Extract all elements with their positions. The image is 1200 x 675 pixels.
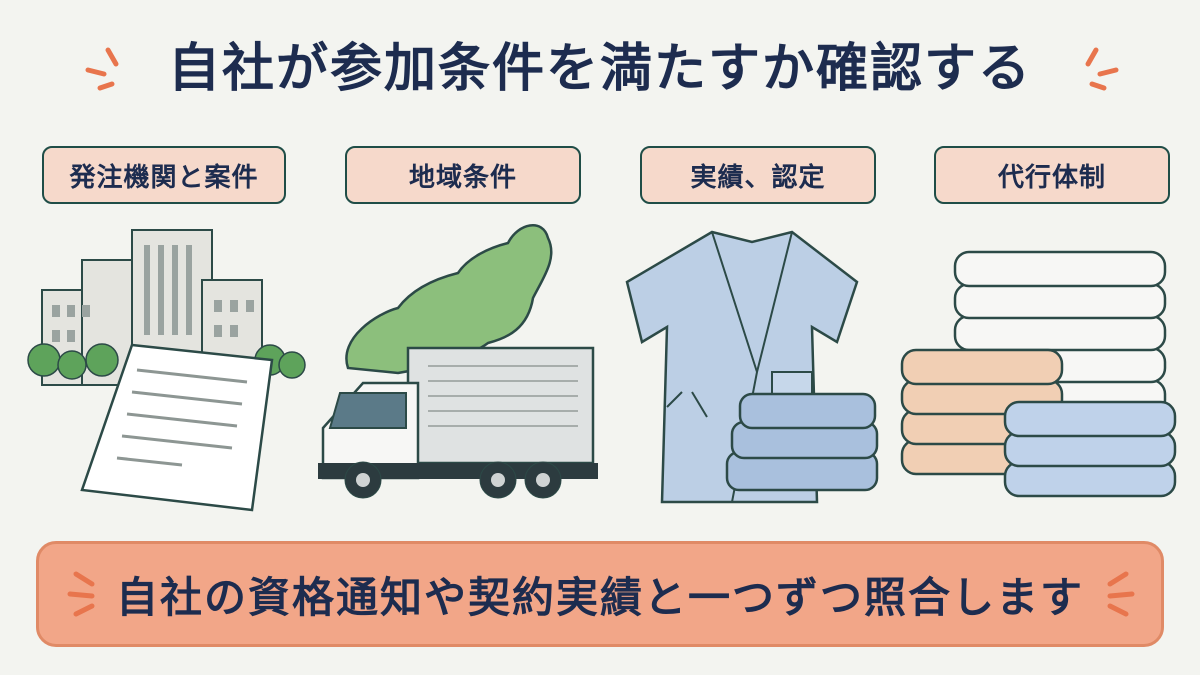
- title-right-spark-icon: [1085, 47, 1119, 91]
- government-building-document-icon: [27, 229, 306, 512]
- region-map-truck-icon: [318, 224, 598, 499]
- banner-left-spark-icon: [67, 571, 95, 617]
- summary-banner: 自社の資格通知や契約実績と一つずつ照合します: [36, 541, 1164, 647]
- stacked-towels-icon: [900, 250, 1177, 498]
- category-tag-region: 地域条件: [345, 146, 581, 204]
- page-title: 自社が参加条件を満たすか確認する: [167, 39, 1032, 99]
- title-left-spark-icon: [85, 47, 119, 91]
- category-tag-ordering-agency: 発注機関と案件: [42, 146, 286, 204]
- banner-right-spark-icon: [1107, 571, 1135, 617]
- gown-folded-cloth-icon: [625, 230, 879, 504]
- summary-banner-text: 自社の資格通知や契約実績と一つずつ照合します: [115, 572, 1084, 622]
- category-tag-record-certification: 実績、認定: [640, 146, 876, 204]
- category-tag-backup-system: 代行体制: [934, 146, 1170, 204]
